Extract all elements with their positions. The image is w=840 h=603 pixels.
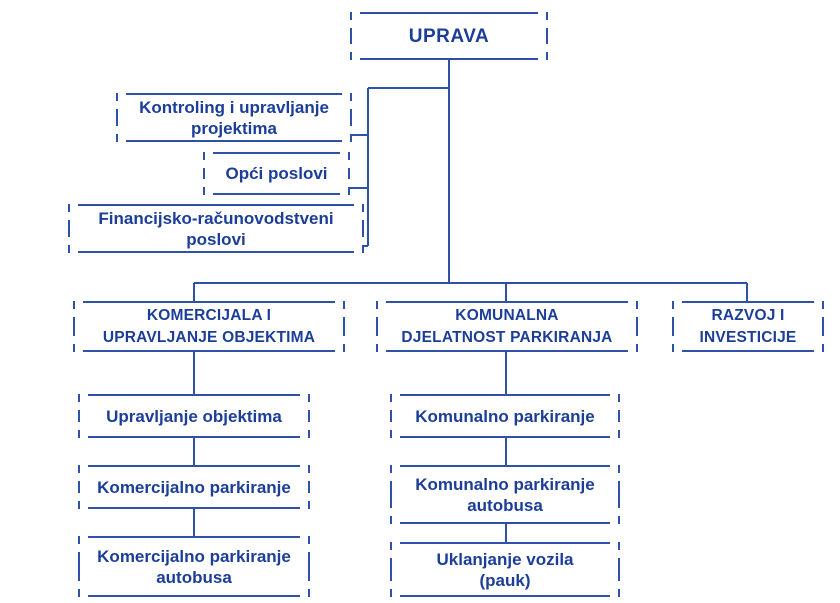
node-financijsko-racunovodstveni-poslovi: Financijsko-računovodstveni poslovi xyxy=(68,204,364,253)
node-komunalno-parkiranje-autobusa-label: Komunalno parkiranje autobusa xyxy=(415,474,595,515)
node-komunalna-djelatnost-parkiranja: KOMUNALNA DJELATNOST PARKIRANJA xyxy=(376,301,638,352)
node-komercijalno-parkiranje: Komercijalno parkiranje xyxy=(78,465,310,509)
node-komercijalno-parkiranje-autobusa-label: Komercijalno parkiranje autobusa xyxy=(97,546,291,587)
node-uprava: UPRAVA xyxy=(350,12,548,60)
node-komunalno-parkiranje: Komunalno parkiranje xyxy=(390,394,620,438)
node-komercijalno-parkiranje-label: Komercijalno parkiranje xyxy=(97,477,291,497)
node-komunalno-parkiranje-label: Komunalno parkiranje xyxy=(415,406,595,426)
node-komercijalno-parkiranje-autobusa: Komercijalno parkiranje autobusa xyxy=(78,536,310,597)
node-upravljanje-objektima: Upravljanje objektima xyxy=(78,394,310,438)
node-razvoj-label: RAZVOJ I INVESTICIJE xyxy=(699,306,797,346)
node-uklanjanje-vozila-label: Uklanjanje vozila (pauk) xyxy=(436,549,574,590)
node-opci-poslovi: Opći poslovi xyxy=(203,152,350,195)
node-financijsko-label: Financijsko-računovodstveni poslovi xyxy=(98,208,334,249)
node-komercijala-label: KOMERCIJALA I UPRAVLJANJE OBJEKTIMA xyxy=(102,306,316,346)
node-komercijala-i-upravljanje-objektima: KOMERCIJALA I UPRAVLJANJE OBJEKTIMA xyxy=(73,301,345,352)
node-komunalno-parkiranje-autobusa: Komunalno parkiranje autobusa xyxy=(390,465,620,524)
node-uprava-label: UPRAVA xyxy=(408,25,490,47)
node-komunalna-label: KOMUNALNA DJELATNOST PARKIRANJA xyxy=(401,306,613,346)
node-kontroling-i-upravljanje-projektima: Kontroling i upravljanje projektima xyxy=(116,93,352,142)
node-opci-poslovi-label: Opći poslovi xyxy=(225,164,328,183)
node-uklanjanje-vozila-pauk: Uklanjanje vozila (pauk) xyxy=(390,542,620,597)
node-razvoj-i-investicije: RAZVOJ I INVESTICIJE xyxy=(672,301,824,352)
node-kontroling-label: Kontroling i upravljanje projektima xyxy=(139,97,329,138)
node-upravljanje-objektima-label: Upravljanje objektima xyxy=(106,406,282,426)
